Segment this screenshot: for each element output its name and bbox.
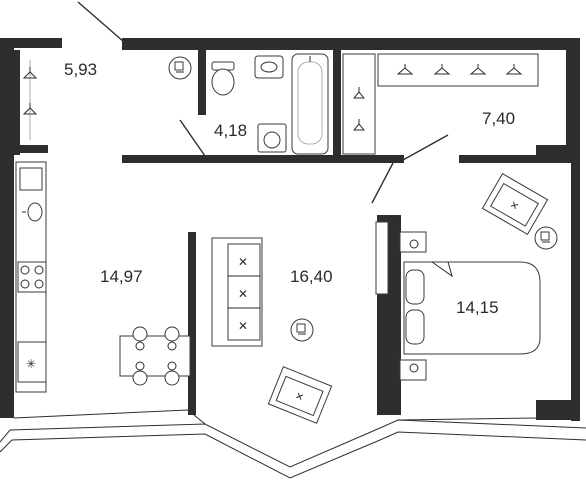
bathroom-fixtures [211,53,329,155]
entry-door [77,1,125,43]
bathtub-icon [291,53,329,155]
svg-text:✕: ✕ [238,319,248,333]
hanger-icon [352,87,366,99]
room-area-wardrobe: 7,40 [482,109,515,128]
sink-icon [22,202,43,222]
wardrobe-door [402,134,449,161]
kitchen-fixtures: ✳ [15,161,191,393]
svg-text:✕: ✕ [238,255,248,269]
svg-text:✳: ✳ [26,357,36,371]
room-area-hall: 5,93 [64,60,97,79]
bathroom-door [179,119,206,157]
armchair-icon: ✕ [481,172,549,236]
hanger-icon [396,64,414,75]
sofa-icon: ✕ ✕ ✕ [211,237,263,347]
room-area-bathroom: 4,18 [214,121,247,140]
interior-walls [14,50,539,415]
hanger-icon [22,67,38,79]
svg-text:✕: ✕ [238,287,248,301]
hanger-icon [22,103,38,115]
bedroom-fixtures: ✕ [375,172,549,381]
washing-machine-icon [257,123,287,153]
sensor-icon [290,318,314,342]
room-area-kitchen: 14,97 [100,267,143,286]
bed-icon [403,261,541,355]
room-area-bedroom: 14,15 [456,298,499,317]
living-fixtures: ✕ ✕ ✕ ✕ [211,237,333,424]
dining-table-icon [119,326,191,386]
armchair-icon: ✕ [267,366,333,424]
facade [0,409,586,479]
sensor-icon [534,226,558,250]
toilet-icon [211,61,235,96]
hanger-icon [433,64,451,75]
sensor-icon [168,56,192,80]
hall-closet [22,60,38,140]
hanger-icon [469,64,487,75]
stove-icon [17,261,47,293]
room-area-living: 16,40 [290,267,333,286]
svg-text:✕: ✕ [293,391,305,404]
wardrobe-fixtures [342,53,539,155]
hanger-icon [352,119,366,131]
hanger-icon [505,64,523,75]
bedroom-door [371,162,394,204]
sink-icon [254,55,284,79]
exterior-walls [0,38,580,421]
fridge-icon: ✳ [17,341,47,383]
